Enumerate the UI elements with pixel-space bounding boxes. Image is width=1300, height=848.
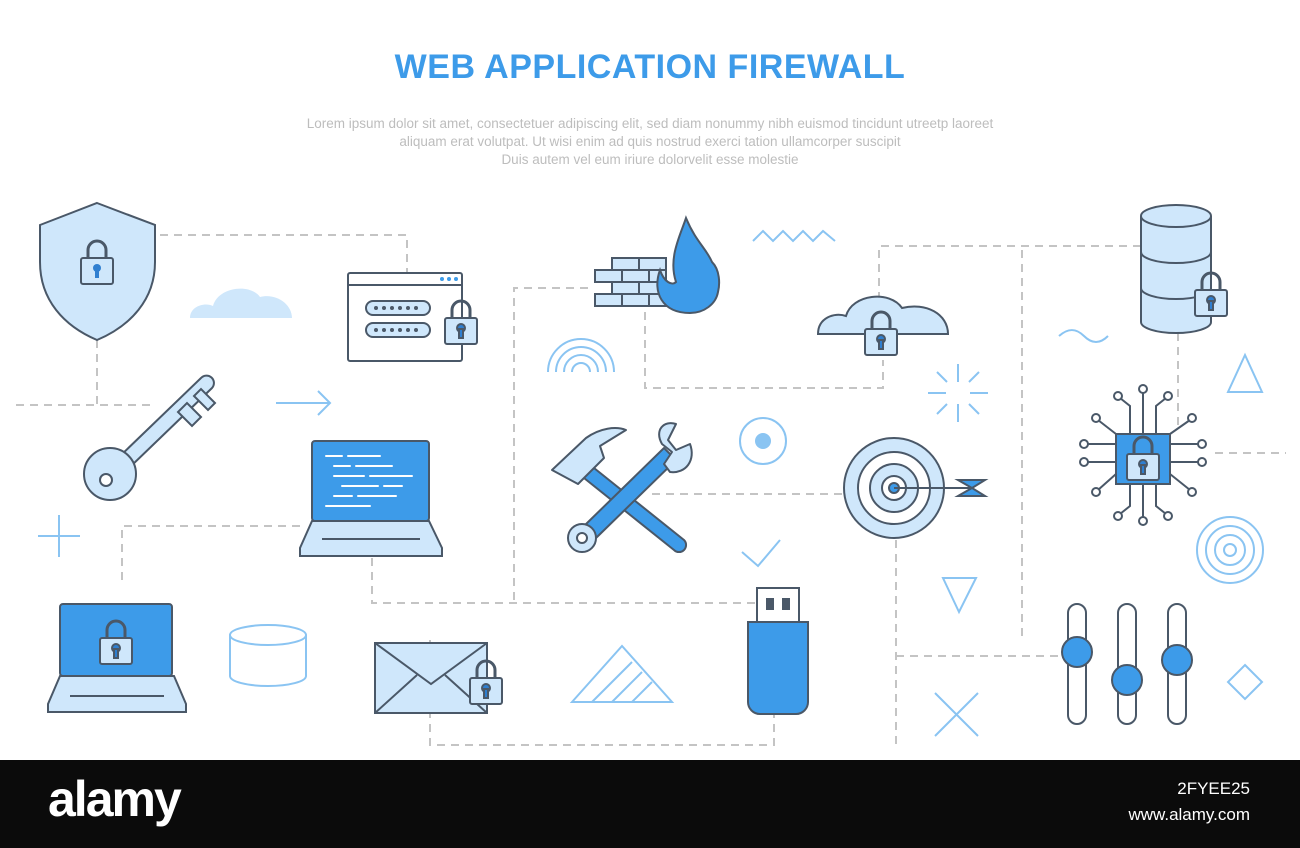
email-lock-icon [374, 642, 504, 714]
chip-lock-icon [1079, 384, 1207, 526]
sliders-icon [1061, 603, 1193, 725]
usb-drive-icon [747, 587, 809, 715]
decorative-shapes [38, 229, 1264, 737]
subtitle-line-3: Duis autem vel eum iriure dolorvelit ess… [501, 152, 799, 167]
target-icon [843, 437, 989, 539]
hammer-wrench-icon [551, 422, 693, 554]
infographic-canvas: WEB APPLICATION FIREWALL Lorem ipsum dol… [16, 48, 1286, 746]
image-id: 2FYEE25 [1177, 779, 1250, 798]
subtitle-line-2: aliquam erat volutpat. Ut wisi enim ad q… [399, 134, 901, 149]
database-lock-icon [1140, 204, 1229, 334]
firewall-icon [594, 215, 721, 315]
connector-lines [16, 234, 1286, 746]
icon-illustration [16, 201, 1286, 746]
laptop-code-icon [299, 440, 443, 557]
footer-bar [0, 760, 1300, 848]
shield-lock-icon [39, 201, 156, 342]
login-form-lock-icon [347, 272, 479, 362]
brand-logo: alamy [48, 771, 182, 827]
page-title: WEB APPLICATION FIREWALL [394, 48, 906, 86]
laptop-lock-icon [47, 603, 187, 713]
subtitle-line-1: Lorem ipsum dolor sit amet, consectetuer… [306, 116, 994, 131]
site-url: www.alamy.com [1128, 805, 1250, 824]
stock-info: 2FYEE25 www.alamy.com [1128, 776, 1250, 828]
cloud-lock-icon [816, 295, 950, 357]
key-icon [83, 374, 217, 501]
